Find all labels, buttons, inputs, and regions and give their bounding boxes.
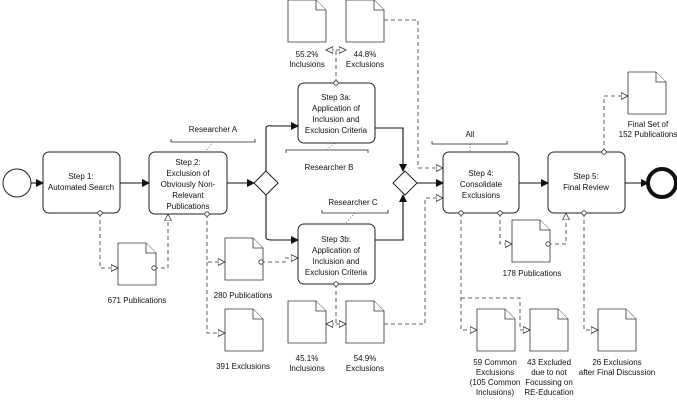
gateway-split (253, 170, 279, 196)
final26-line-0: 26 Exclusions (592, 358, 641, 367)
researcher-b-label: Researcher B (305, 163, 354, 172)
step2-line-3: Relevant (172, 191, 204, 200)
step4-line-1: Consolidate (460, 180, 503, 189)
step2-line-4: Publications (166, 202, 209, 211)
step2-box: Step 2: Exclusion of Obviously Non- Relevan… (148, 151, 228, 215)
inclusions-3b-line-0: 45.1% (296, 354, 319, 363)
doc-391-exclusions: 391 Exclusions (216, 308, 270, 371)
excluded43-line-3: RE-Education (524, 388, 573, 397)
role-researcher-a: Researcher A (170, 125, 256, 153)
step1-line-0: Step 1: (68, 172, 93, 181)
svg-text:Step 1:Automated Search: Step 1: Automated Search (48, 172, 114, 192)
start-event (2, 168, 32, 198)
doc-inclusions-3b: 45.1%Inclusions (287, 300, 327, 373)
step4-line-2: Exclusions (462, 191, 500, 200)
end-event (646, 167, 677, 199)
exclusions-3a-line-0: 44.8% (354, 50, 377, 59)
inclusions-3b-line-1: Inclusions (289, 364, 325, 373)
role-all: All (431, 130, 508, 152)
step2-line-2: Obviously Non- (161, 180, 216, 189)
svg-text:45.1%Inclusions: 45.1%Inclusions (289, 354, 325, 373)
role-researcher-c: Researcher C (321, 198, 389, 225)
step5-box: Step 5: Final Review (547, 151, 626, 214)
doc-280-publications: 280 Publications (214, 237, 273, 300)
step3a-line-1: Application of (312, 104, 361, 113)
researcher-c-label: Researcher C (328, 198, 378, 207)
step5-line-0: Step 5: (573, 172, 598, 181)
inclusions-3a-line-1: Inclusions (289, 60, 325, 69)
step2-line-0: Step 2: (175, 158, 200, 167)
p178-label: 178 Publications (503, 269, 562, 278)
step3a-line-3: Exclusion Criteria (305, 126, 368, 135)
common-line-1: Exclusions (476, 368, 514, 377)
doc-671-publications: 671 Publications (108, 242, 167, 305)
step5-line-1: Final Review (563, 183, 609, 192)
e391-label: 391 Exclusions (216, 362, 270, 371)
doc-exclusions-3b: 54.9%Exclusions (345, 300, 385, 373)
svg-text:55.2%Inclusions: 55.2%Inclusions (289, 50, 325, 69)
inclusions-3a-line-0: 55.2% (296, 50, 319, 59)
step3b-line-2: Inclusion and (312, 257, 359, 266)
exclusions-3a-line-1: Exclusions (346, 60, 384, 69)
role-researcher-b: Researcher B (285, 142, 369, 172)
doc-inclusions-3a: 55.2%Inclusions (287, 0, 327, 69)
sequence-flows (31, 122, 649, 244)
researcher-a-label: Researcher A (189, 125, 238, 134)
excluded43-line-1: due to not (531, 368, 567, 377)
common-line-0: 59 Common (473, 358, 517, 367)
exclusions-3b-line-0: 54.9% (354, 354, 377, 363)
final-set-line-1: 152 Publications (619, 130, 677, 139)
step3a-line-0: Step 3a: (321, 93, 351, 102)
final-set-line-0: Final Set of (628, 120, 669, 129)
gateway-merge (392, 170, 418, 196)
svg-text:Step 5:Final Review: Step 5: Final Review (563, 172, 609, 192)
excluded43-line-2: Focussing on (525, 378, 573, 387)
common-line-3: Inclusions) (476, 388, 515, 397)
step3b-line-0: Step 3b: (321, 235, 351, 244)
step1-box: Step 1: Automated Search (42, 151, 121, 214)
step3a-line-2: Inclusion and (312, 115, 359, 124)
common-line-2: (105 Common (470, 378, 521, 387)
doc-exclusions-3a: 44.8%Exclusions (345, 0, 385, 69)
final26-line-1: after Final Discussion (579, 368, 655, 377)
step3b-line-1: Application of (312, 246, 361, 255)
p280-label: 280 Publications (214, 291, 273, 300)
step3b-line-3: Exclusion Criteria (305, 268, 368, 277)
step2-line-1: Exclusion of (166, 169, 210, 178)
p671-label: 671 Publications (108, 296, 167, 305)
exclusions-3b-line-1: Exclusions (346, 364, 384, 373)
svg-text:44.8%Exclusions: 44.8%Exclusions (346, 50, 384, 69)
data-associations (100, 19, 628, 333)
excluded43-line-0: 43 Excluded (527, 358, 571, 367)
step4-line-0: Step 4: (468, 169, 493, 178)
svg-text:54.9%Exclusions: 54.9%Exclusions (346, 354, 384, 373)
doc-178-publications: 178 Publications (503, 219, 562, 278)
step1-line-1: Automated Search (48, 183, 114, 192)
all-label: All (466, 130, 475, 139)
